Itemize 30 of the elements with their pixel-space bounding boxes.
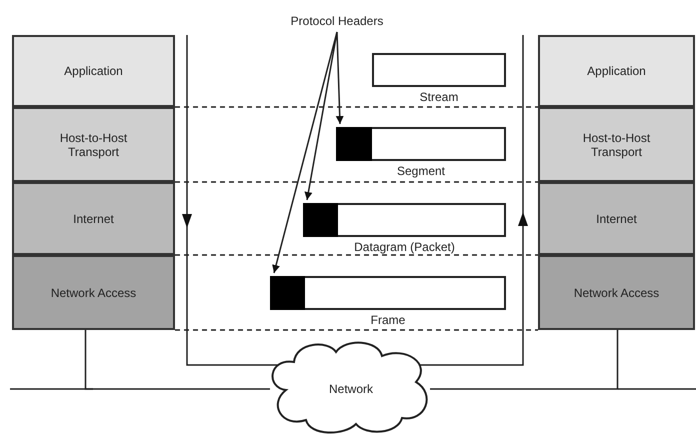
data-unit-label: Stream	[420, 90, 458, 104]
header-block	[303, 203, 338, 237]
pointer-arrow	[272, 32, 338, 274]
protocol-layer-box	[12, 255, 175, 330]
protocol-layer-box	[12, 107, 175, 182]
pointer-arrow	[304, 32, 338, 200]
layer-label: Application	[587, 64, 646, 78]
protocol-layer-box	[12, 182, 175, 255]
header-block	[270, 276, 305, 310]
headers-label: Protocol Headers	[290, 14, 384, 28]
pointer-arrow	[336, 32, 344, 124]
data-unit-label: Frame	[370, 313, 406, 327]
data-unit-label: Segment	[396, 164, 446, 178]
data-unit-label: Datagram (Packet)	[354, 240, 455, 254]
layer-label: Host-to-Host Transport	[58, 130, 128, 158]
header-block	[336, 127, 372, 161]
cloud-label: Network	[328, 382, 373, 396]
protocol-layer-box	[538, 255, 695, 330]
protocol-layer-box	[538, 107, 695, 182]
layer-label: Internet	[596, 212, 637, 226]
network-connection	[430, 330, 618, 390]
protocol-layer-box	[12, 35, 175, 107]
layer-label: Host-to-Host Transport	[582, 130, 652, 158]
network-connection	[84, 330, 270, 390]
layer-label: Internet	[73, 212, 114, 226]
protocol-layer-box	[538, 182, 695, 255]
layer-label: Network Access	[574, 286, 660, 300]
protocol-layer-box	[538, 35, 695, 107]
layer-label: Application	[64, 64, 123, 78]
layer-label: Network Access	[50, 286, 136, 300]
